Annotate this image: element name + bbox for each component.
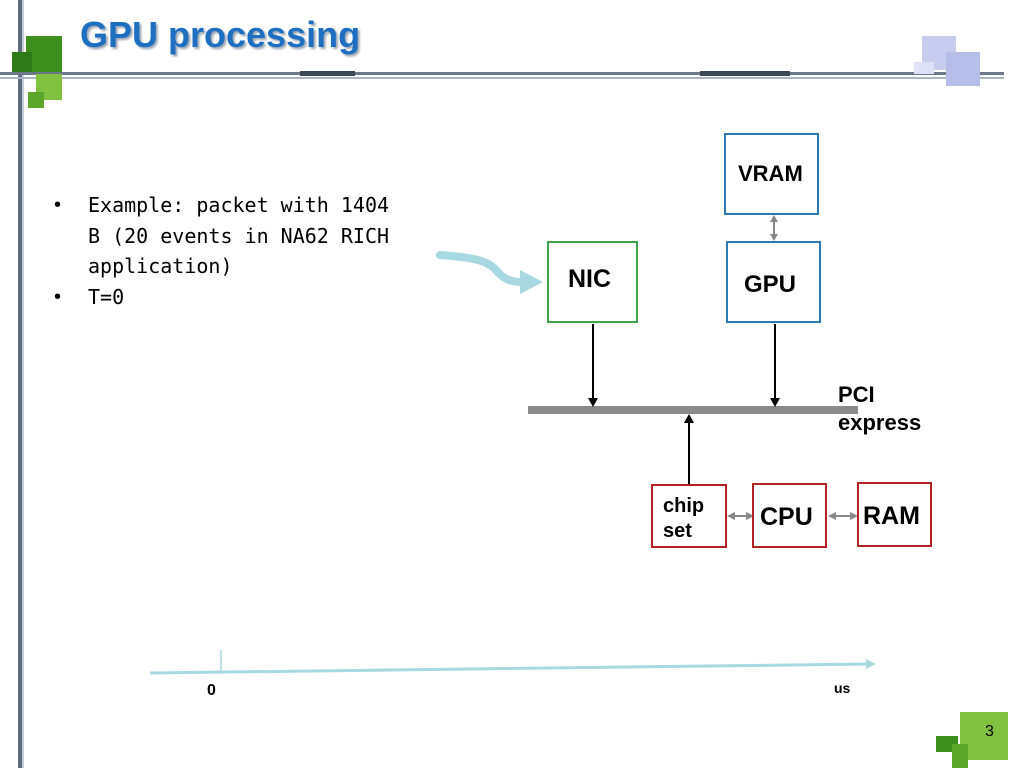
gpu-box: GPU xyxy=(726,241,821,323)
header-line-accent-2 xyxy=(700,71,790,76)
lavender-squares-top-right xyxy=(914,36,980,86)
nic-label: NIC xyxy=(568,265,612,293)
nic-box: NIC xyxy=(547,241,638,323)
left-vertical-bar xyxy=(18,0,22,768)
timeline-arrowhead xyxy=(866,659,876,669)
ram-box: RAM xyxy=(857,482,932,547)
page-number: 3 xyxy=(985,723,994,740)
cpu-box: CPU xyxy=(752,483,827,548)
curved-arrow-icon xyxy=(436,251,526,286)
chipset-box: chip set xyxy=(651,484,727,548)
header-line-light xyxy=(0,77,1004,79)
pci-label-line1: PCI xyxy=(838,382,875,407)
header-line-dark xyxy=(0,72,1004,75)
cpu-label: CPU xyxy=(760,503,813,531)
vram-box: VRAM xyxy=(724,133,819,215)
pci-express-bus xyxy=(528,406,858,414)
timeline-axis xyxy=(149,662,869,675)
pci-label-line2: express xyxy=(838,410,922,435)
chipset-label-line2: set xyxy=(663,520,692,542)
green-squares-top-left xyxy=(12,36,62,108)
slide-title: GPU processing xyxy=(80,14,361,55)
gpu-label: GPU xyxy=(744,271,797,298)
header-line-accent-1 xyxy=(300,71,355,76)
bullet-item: Example: packet with 1404 B (20 events i… xyxy=(52,190,412,282)
pci-express-label: PCI express xyxy=(838,381,921,437)
bullet-item: T=0 xyxy=(52,282,412,313)
curved-arrow-head xyxy=(520,270,543,294)
chipset-label-line1: chip xyxy=(663,495,705,517)
bullet-list: Example: packet with 1404 B (20 events i… xyxy=(52,190,412,312)
vram-label: VRAM xyxy=(738,161,803,186)
timeline-unit-label: us xyxy=(834,680,851,696)
left-vertical-highlight xyxy=(22,0,24,768)
timeline-zero-label: 0 xyxy=(207,682,216,699)
ram-label: RAM xyxy=(863,502,920,530)
green-squares-bottom-right xyxy=(936,712,1008,768)
